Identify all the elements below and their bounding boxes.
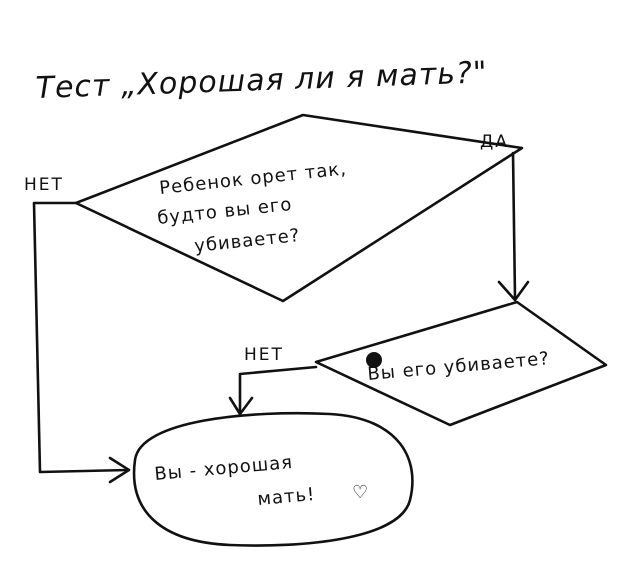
decision-2-no-label: НЕТ	[244, 345, 284, 365]
heart-icon: ♡	[352, 482, 369, 503]
result-line-1: Вы - хорошая	[154, 452, 294, 485]
decision-2-no-arrowhead	[228, 396, 254, 416]
decision-2-text: Вы его убиваете?	[367, 348, 551, 385]
decision-1-line-2: будто вы его	[156, 194, 293, 229]
decision-1-no-arrowhead	[108, 456, 131, 484]
decision-1-no-label: НЕТ	[24, 175, 64, 195]
result-ellipse	[132, 411, 414, 547]
decision-1-yes-connector	[511, 151, 517, 300]
decision-1-line-3: убиваете?	[193, 225, 301, 257]
decision-1-no-connector	[32, 201, 130, 474]
decision-2-no-connector	[238, 365, 318, 414]
decision-1-yes-arrowhead	[497, 280, 530, 302]
decision-1-line-1: Ребенок орет так,	[158, 158, 347, 199]
decision-1-yes-label: ДА	[480, 132, 509, 152]
decision-2-diamond	[314, 300, 608, 427]
result-line-2: мать!	[257, 484, 317, 510]
decision-1-diamond	[74, 113, 524, 303]
ink-blot	[366, 352, 382, 368]
title-text: Тест „Хорошая ли я мать?"	[35, 55, 488, 106]
